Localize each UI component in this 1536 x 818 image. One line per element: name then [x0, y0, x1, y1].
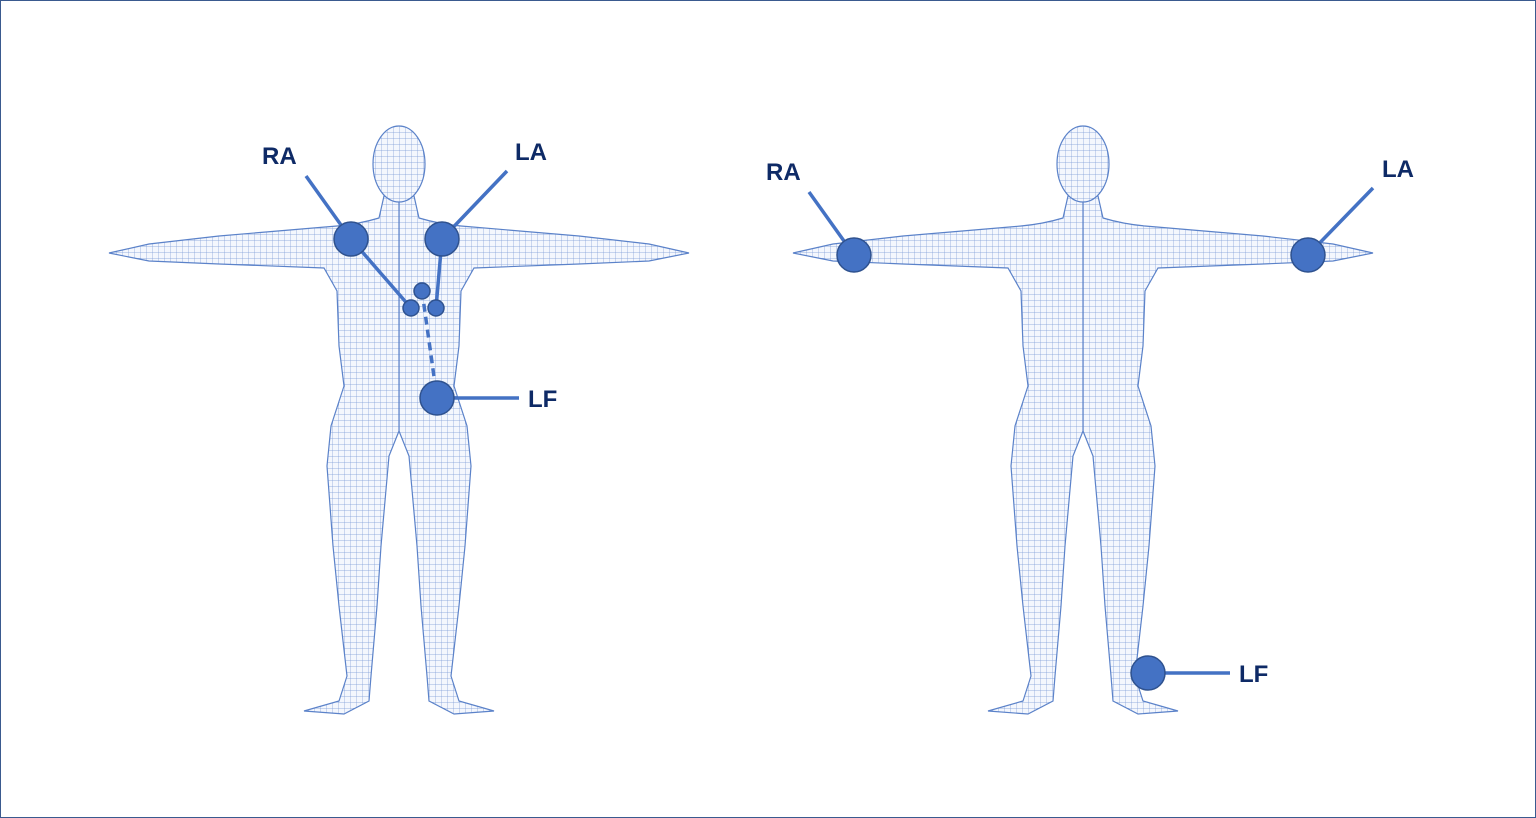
lf-electrode [419, 380, 455, 416]
right-body-figure [793, 126, 1373, 714]
left-figure-electrodes: RA LA LF [262, 139, 557, 416]
la-label: LA [1382, 156, 1414, 183]
chest-electrode-top [413, 282, 431, 300]
ra-label: RA [766, 159, 801, 186]
right-figure-electrodes: RA LA LF [766, 156, 1414, 691]
chest-electrode-right [402, 299, 420, 317]
lf-label: LF [1239, 661, 1268, 688]
lf-dashed-wire [420, 290, 439, 399]
ra-label: RA [262, 143, 297, 170]
lf-electrode [1130, 655, 1166, 691]
ra-electrode [836, 237, 872, 273]
la-electrode [1290, 237, 1326, 273]
la-label: LA [515, 139, 547, 166]
lf-label: LF [528, 386, 557, 413]
left-body-figure [109, 126, 689, 714]
ra-electrode [333, 221, 369, 257]
chest-electrode-left [427, 299, 445, 317]
la-electrode [424, 221, 460, 257]
